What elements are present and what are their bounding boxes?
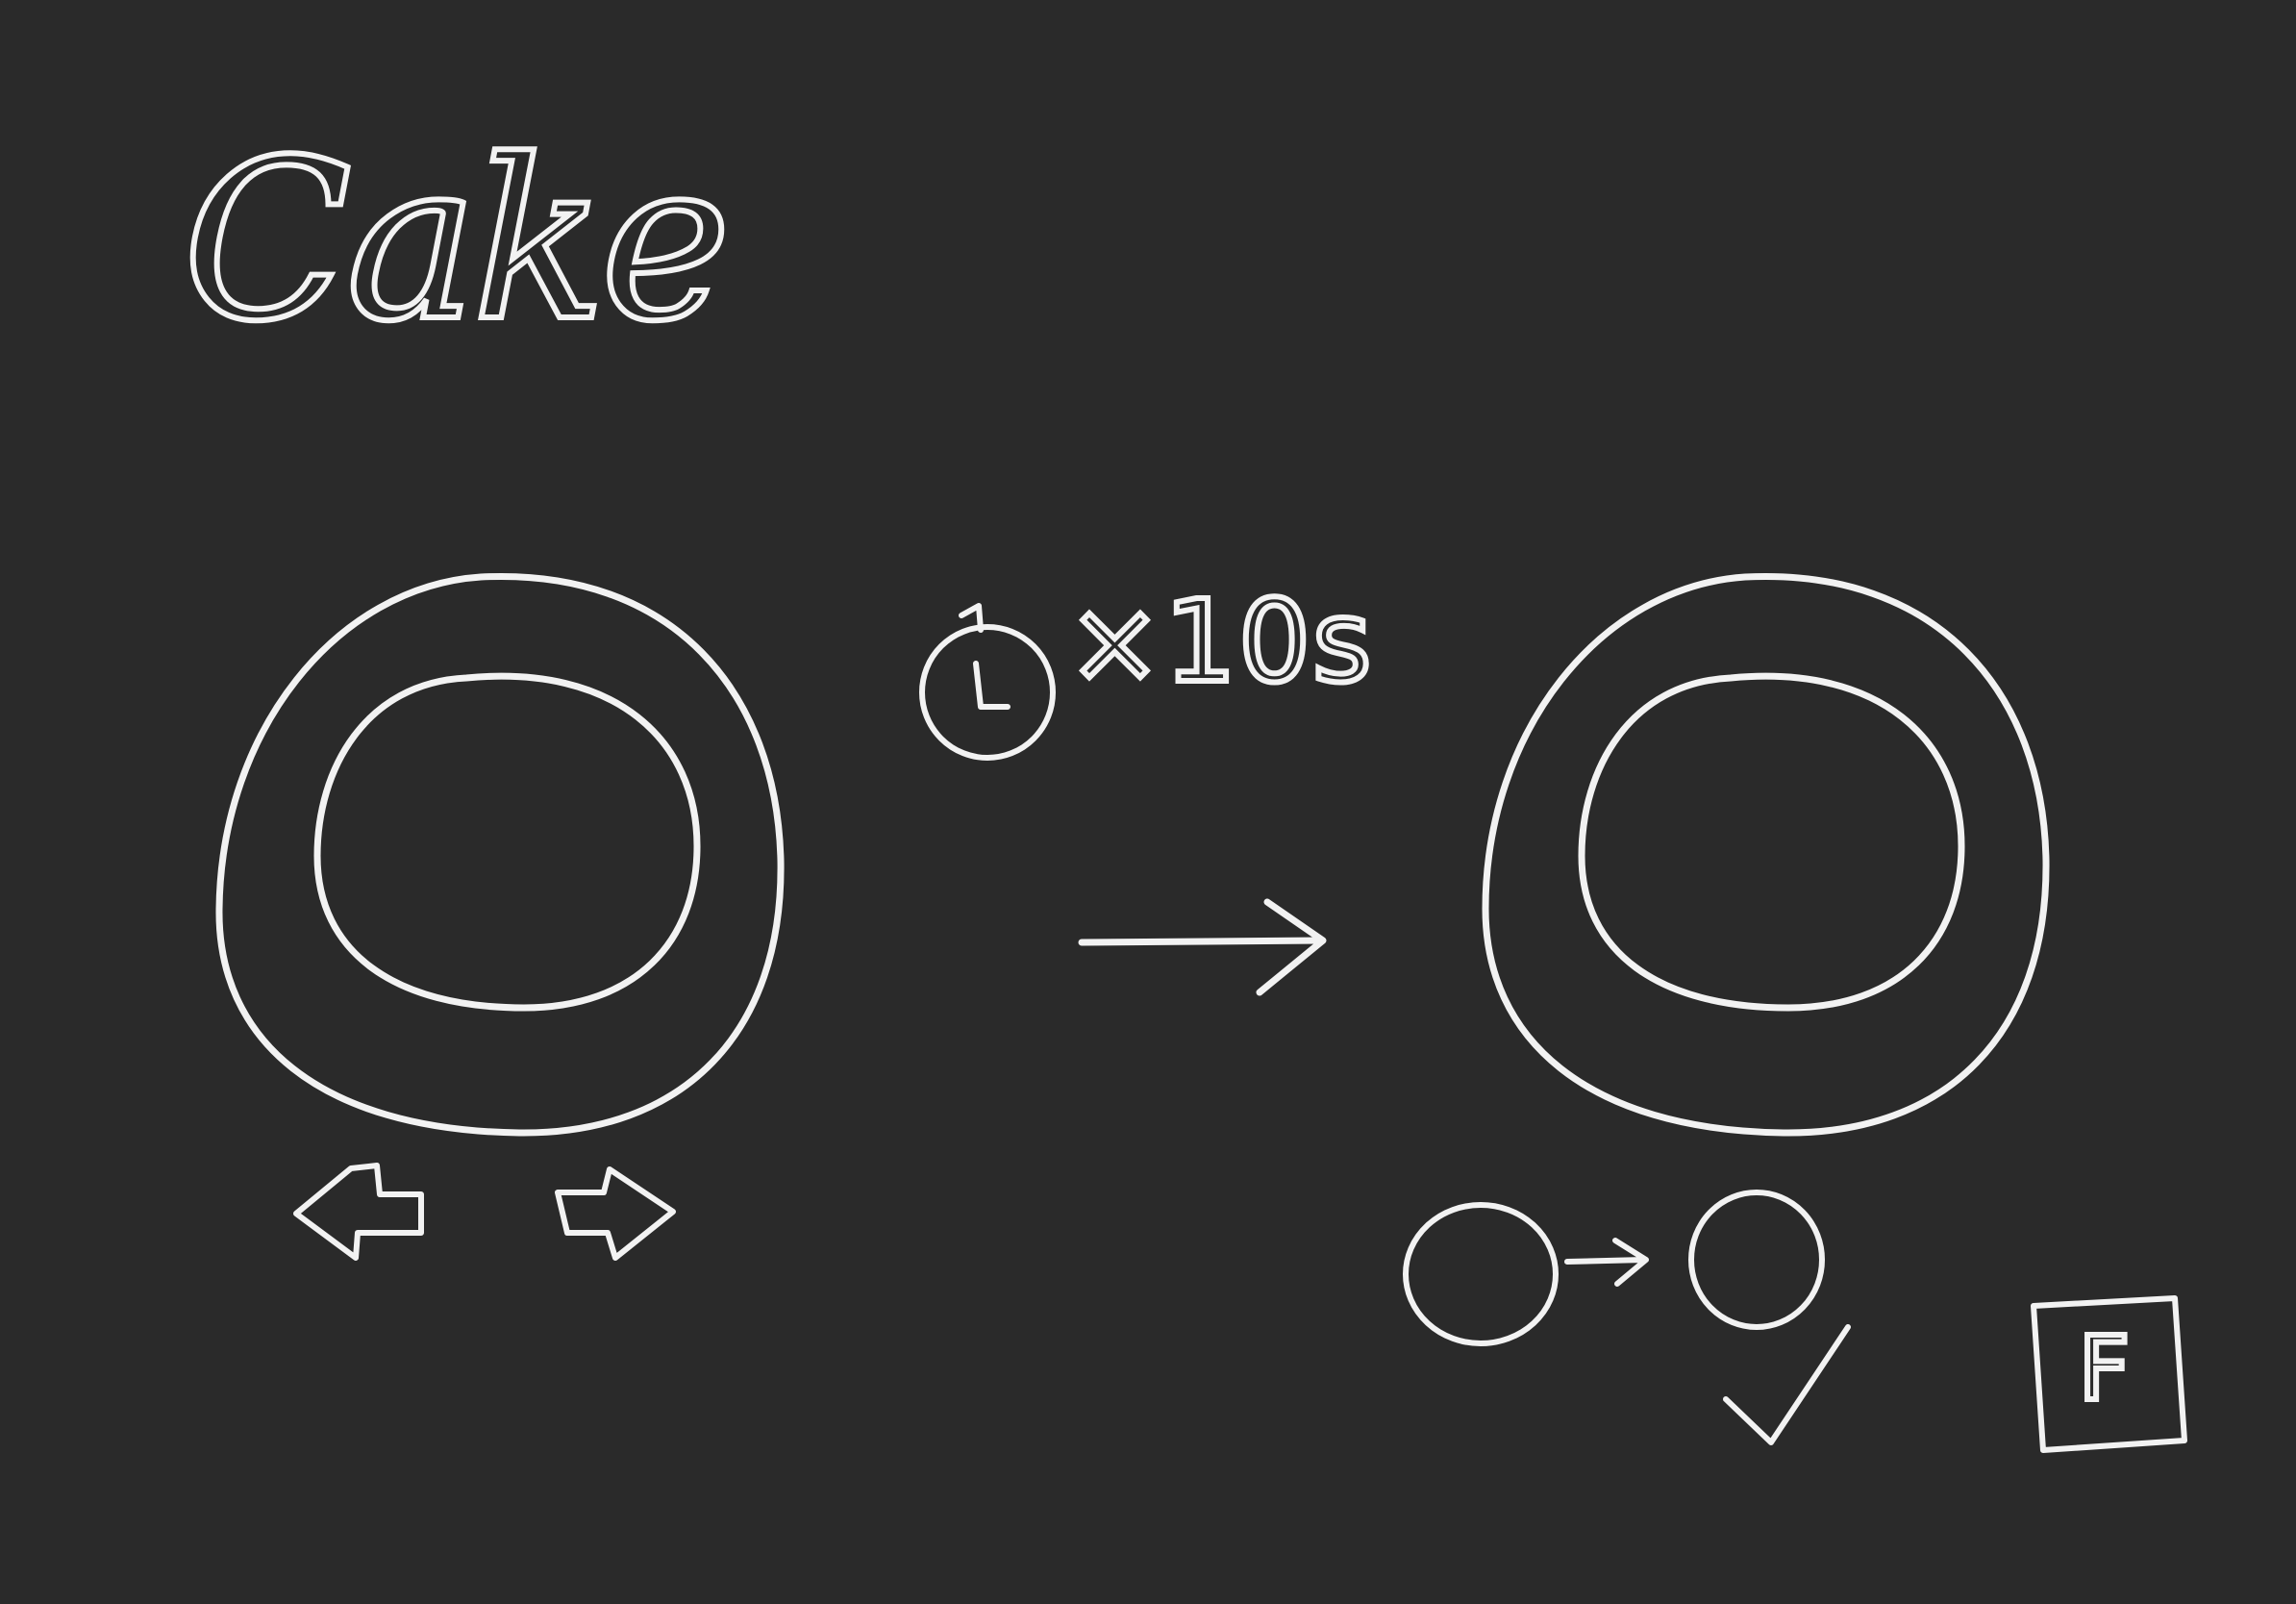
large-circle-icon — [1688, 1190, 1825, 1330]
left-arrow-icon — [293, 1163, 424, 1261]
key-letter: F — [2079, 1317, 2130, 1420]
title-text: Cake — [183, 113, 726, 370]
checkmark-icon — [1723, 1324, 1851, 1445]
cake-right-outer-ring — [1482, 572, 2050, 1137]
right-arrow-icon — [555, 1166, 676, 1261]
timer-label: ×10s — [1067, 575, 1374, 708]
small-arrow-icon — [1564, 1238, 1649, 1287]
key-f-box: F — [2031, 1295, 2187, 1453]
cake-right-inner-ring — [1578, 672, 1965, 1012]
cake-right — [1482, 572, 2050, 1137]
cake-left — [215, 572, 785, 1137]
stopwatch-icon — [919, 603, 1056, 761]
transition-arrow-icon — [1078, 898, 1327, 996]
grow-indicator — [1403, 1190, 1825, 1346]
cake-left-inner-ring — [313, 672, 701, 1012]
small-circle-icon — [1403, 1202, 1559, 1346]
cake-left-outer-ring — [215, 572, 785, 1137]
